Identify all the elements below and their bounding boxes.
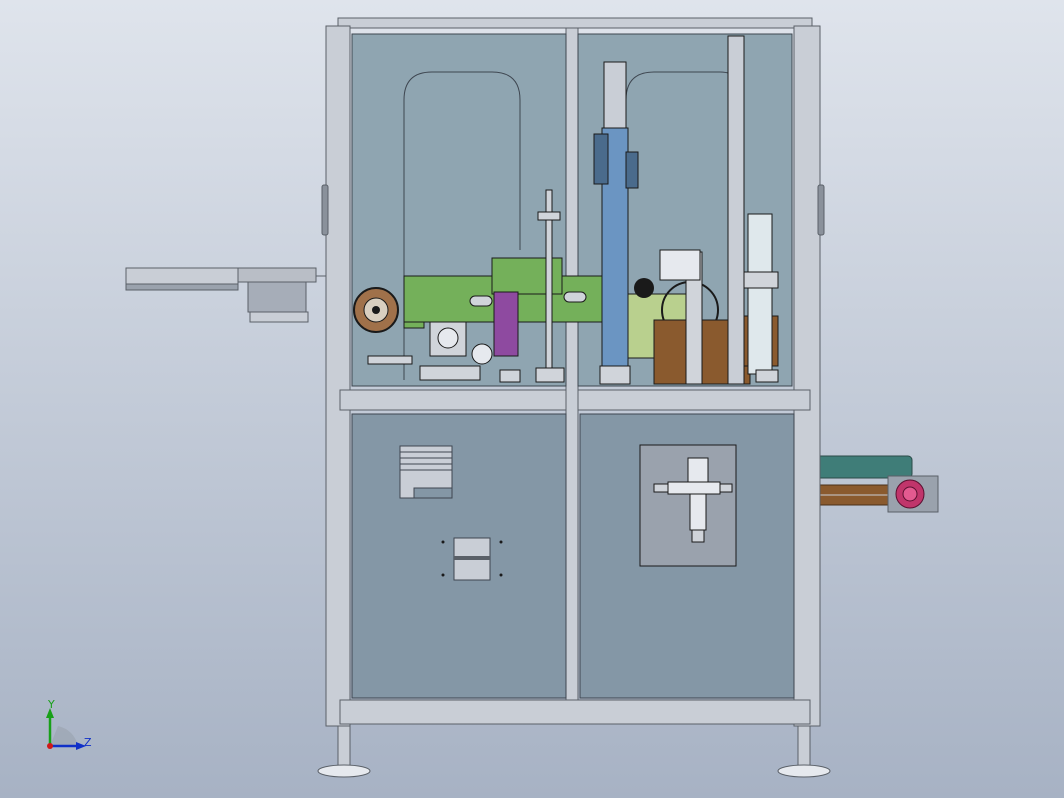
mount-bracket [441,537,503,581]
glass-cylinder [743,213,779,383]
tall-slider-rail [727,35,745,385]
z-axis-label: Z [84,736,92,749]
support-post [659,249,703,385]
leveling-foot-right [777,725,831,778]
vent-grille [399,445,453,499]
axis-triad: Y Z [46,698,92,750]
purple-guide-block [493,291,519,357]
vertical-guide-rod [535,189,565,383]
air-regulator-assembly [639,444,737,567]
left-feed-tray [125,267,330,323]
leveling-foot-left [317,725,371,778]
blue-lift-column [593,61,639,385]
drive-motor [634,278,654,298]
tape-reel [353,287,399,333]
y-axis-label: Y [47,698,55,711]
x-axis-dot [47,743,53,749]
emergency-stop-button[interactable] [895,479,925,509]
